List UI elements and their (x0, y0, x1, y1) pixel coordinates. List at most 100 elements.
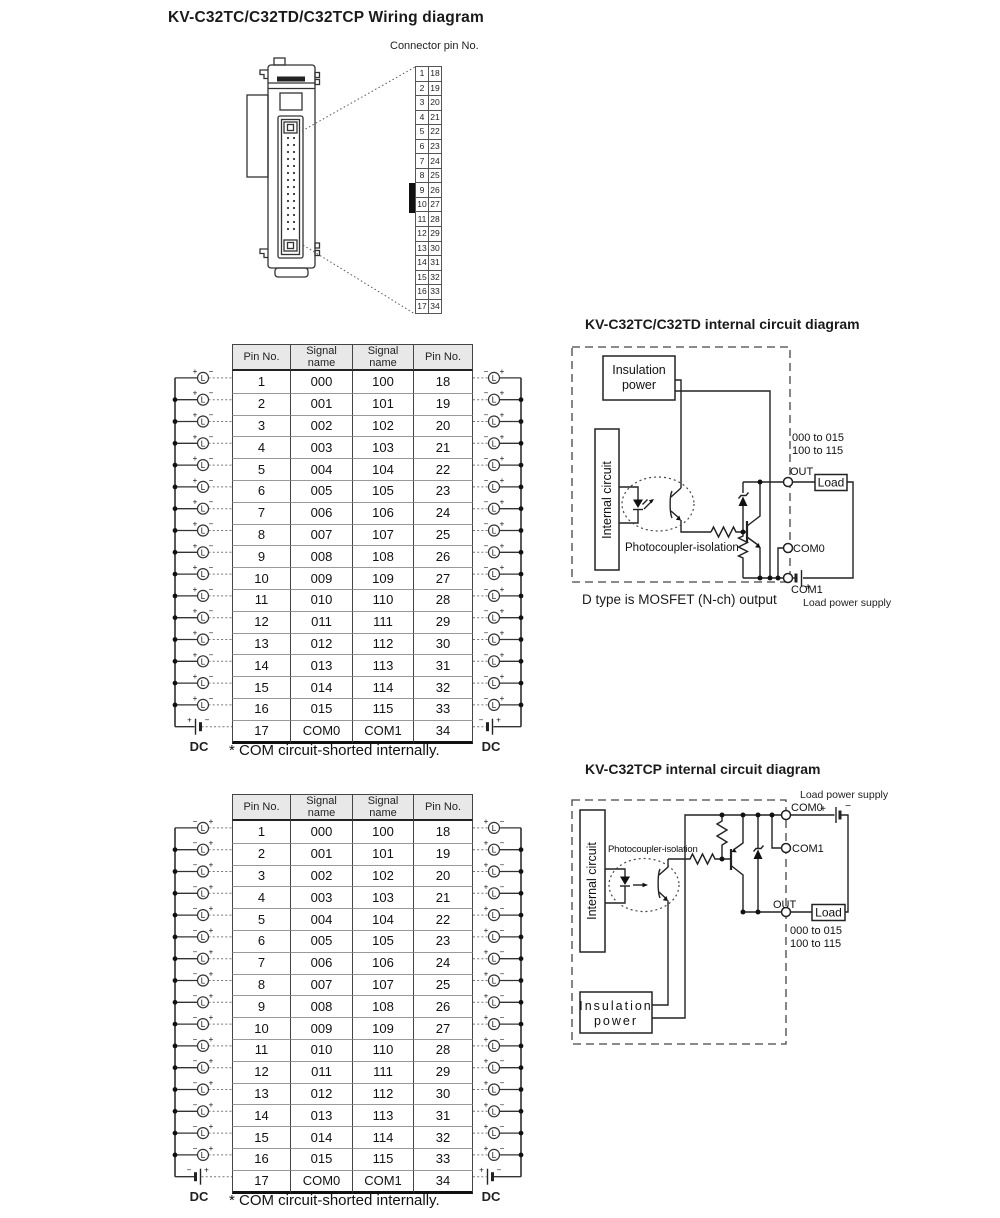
signal-left: 005 (290, 929, 352, 952)
signal-left: 009 (290, 1017, 352, 1039)
signal-left: 015 (290, 697, 352, 720)
pin-no-left: 7 (232, 501, 290, 524)
load-symbol (192, 1056, 215, 1074)
wiring-row: 6 005 105 23 (232, 479, 473, 502)
signal-left: 013 (290, 654, 352, 677)
leader-lines (301, 66, 416, 315)
junction-dot (518, 956, 524, 962)
wiring-row: 7 006 106 24 (232, 951, 473, 974)
pin-right: 18 (428, 66, 441, 81)
com0-terminal (780, 809, 792, 821)
pin-no-right: 27 (413, 567, 473, 589)
junction-dot (518, 397, 524, 403)
load-wires-left-1: DC (172, 366, 232, 754)
out-label: OUT (790, 466, 814, 478)
page-title: KV-C32TC/C32TD/C32TCP Wiring diagram (168, 9, 484, 26)
dc-battery-symbol (185, 1164, 211, 1187)
load-symbol (483, 562, 506, 581)
pin-no-right: 27 (413, 1017, 473, 1039)
pin-left: 15 (415, 269, 428, 285)
insulation-power-box (579, 991, 653, 1034)
pin-right: 20 (428, 95, 441, 110)
pin-no-right: 25 (413, 523, 473, 546)
load-symbol (483, 881, 506, 900)
signal-right: 110 (352, 588, 413, 611)
wiring-row: 17 COM0 COM1 34 (232, 1169, 473, 1194)
pin-no-right: 21 (413, 886, 473, 909)
pin-row: 8 25 (415, 167, 441, 183)
pin-no-right: 20 (413, 864, 473, 887)
load-symbol (483, 903, 506, 922)
output-range-1: 000 to 015 (790, 925, 842, 937)
photocoupler-outline (621, 476, 695, 532)
pin-no-left: 12 (232, 1060, 290, 1083)
signal-left: 010 (290, 588, 352, 611)
junction-dot (172, 593, 178, 599)
pin-row: 16 33 (415, 284, 441, 299)
light-arrowhead (648, 499, 654, 504)
com0-label: COM0 (791, 802, 823, 814)
pin-no-right: 23 (413, 479, 473, 502)
signal-left: 011 (290, 610, 352, 633)
pin-row: 6 23 (415, 138, 441, 154)
circuit1-note: D type is MOSFET (N-ch) output (582, 592, 777, 607)
signal-right: 106 (352, 501, 413, 524)
junction-dot (518, 419, 524, 424)
out-label: OUT (773, 899, 797, 911)
pin-left: 16 (415, 284, 428, 299)
pin-row: 2 19 (415, 80, 441, 96)
wiring-table-2: Pin No. Signal name Signal name Pin No. … (232, 794, 473, 1194)
pin-no-right: 34 (413, 719, 473, 744)
signal-left: COM0 (290, 719, 352, 744)
load-symbol (483, 453, 506, 472)
signal-right: 110 (352, 1038, 413, 1061)
internal-circuit-label: Internal circuit (585, 842, 599, 920)
pin-no-left: 15 (232, 1126, 290, 1148)
pin-no-left: 11 (232, 1038, 290, 1061)
load-symbol (483, 475, 506, 493)
wiring-row: 3 002 102 20 (232, 414, 473, 437)
wiring-header-row: Pin No. Signal name Signal name Pin No. (232, 344, 473, 371)
output-range-2: 100 to 115 (790, 938, 841, 950)
load-symbol (483, 1121, 506, 1140)
load-symbol (483, 925, 506, 944)
wire (803, 481, 854, 579)
wiring-row: 2 001 101 19 (232, 392, 473, 415)
col-header-signal-left: Signal name (290, 794, 352, 821)
wiring-row: 4 003 103 21 (232, 886, 473, 909)
pin-right: 26 (428, 182, 441, 197)
signal-left: 001 (290, 842, 352, 865)
junction-dot (518, 1065, 524, 1071)
signal-right: 101 (352, 842, 413, 865)
resistor-icon (710, 525, 747, 539)
wiring-row: 11 010 110 28 (232, 1038, 473, 1061)
output-range-2: 100 to 115 (792, 445, 843, 457)
dc-battery-symbol (477, 1164, 504, 1187)
pin-left: 11 (415, 211, 428, 227)
load-symbol (192, 606, 215, 624)
junction-dot (172, 615, 178, 621)
junction-dot (172, 1108, 178, 1114)
junction-dot (172, 397, 178, 403)
junction-dot (172, 637, 178, 642)
load-symbol (192, 475, 215, 493)
junction-dot (172, 1043, 178, 1049)
wiring-row: 8 007 107 25 (232, 523, 473, 546)
junction-dot (518, 593, 524, 599)
load-symbol (192, 1143, 215, 1162)
signal-right: COM1 (352, 1169, 413, 1194)
transistor-collector (746, 482, 761, 527)
light-arrowhead (642, 882, 648, 888)
pin-row: 17 34 (415, 298, 441, 314)
load-symbol (192, 388, 215, 406)
phototransistor-emitter (670, 510, 680, 519)
pin-right: 27 (428, 196, 441, 212)
load-symbol (483, 497, 506, 515)
insulation-label: power (594, 1014, 638, 1028)
pin-right: 31 (428, 255, 441, 270)
load-symbol (483, 431, 506, 450)
pin-row: 13 30 (415, 240, 441, 256)
junction-dot (719, 856, 725, 862)
pullup-resistor-icon (715, 815, 729, 859)
junction-dot (172, 506, 178, 512)
